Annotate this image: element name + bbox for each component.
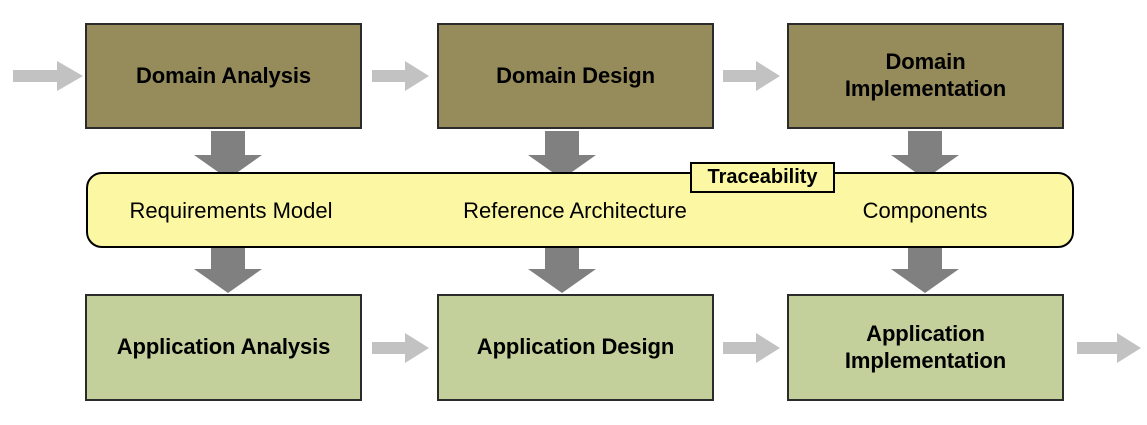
application-implementation-box[interactable]: Application Implementation (787, 294, 1064, 401)
application-analysis-box[interactable]: Application Analysis (85, 294, 362, 401)
derive-arrow-domain-design-to-reference-architecture (528, 131, 596, 179)
artifact-band (86, 172, 1074, 248)
domain-analysis-label: Domain Analysis (136, 62, 311, 88)
artifact-requirements-model-label: Requirements Model (129, 198, 333, 223)
domain-design-label: Domain Design (496, 62, 655, 88)
artifact-reference-architecture-label: Reference Architecture (463, 198, 687, 223)
traceability-tag-label: Traceability (707, 166, 818, 188)
derive-arrow-requirements-model-to-application-analysis (194, 245, 262, 293)
application-implementation-label: Application Implementation (844, 320, 1007, 373)
traceability-tag[interactable]: Traceability (690, 162, 835, 193)
application-design-label: Application Design (476, 334, 675, 360)
flow-arrow-application-analysis-to-design (372, 333, 429, 363)
derive-arrow-domain-analysis-to-requirements-model (194, 131, 262, 179)
flow-arrow-domain-entry (13, 61, 83, 91)
flow-arrow-application-exit (1077, 333, 1141, 363)
artifact-components-label: Components (862, 198, 988, 223)
domain-analysis-box[interactable]: Domain Analysis (85, 23, 362, 129)
flow-arrow-application-design-to-implementation (723, 333, 780, 363)
derive-arrow-components-to-application-implementation (891, 245, 959, 293)
domain-design-box[interactable]: Domain Design (437, 23, 714, 129)
derive-arrow-reference-architecture-to-application-design (528, 245, 596, 293)
flow-arrow-domain-design-to-implementation (723, 61, 780, 91)
application-design-box[interactable]: Application Design (437, 294, 714, 401)
flow-arrow-domain-analysis-to-design (372, 61, 429, 91)
derive-arrow-domain-implementation-to-components (891, 131, 959, 179)
domain-implementation-label: Domain Implementation (844, 49, 1007, 101)
application-analysis-label: Application Analysis (116, 334, 331, 360)
domain-implementation-box[interactable]: Domain Implementation (787, 23, 1064, 129)
